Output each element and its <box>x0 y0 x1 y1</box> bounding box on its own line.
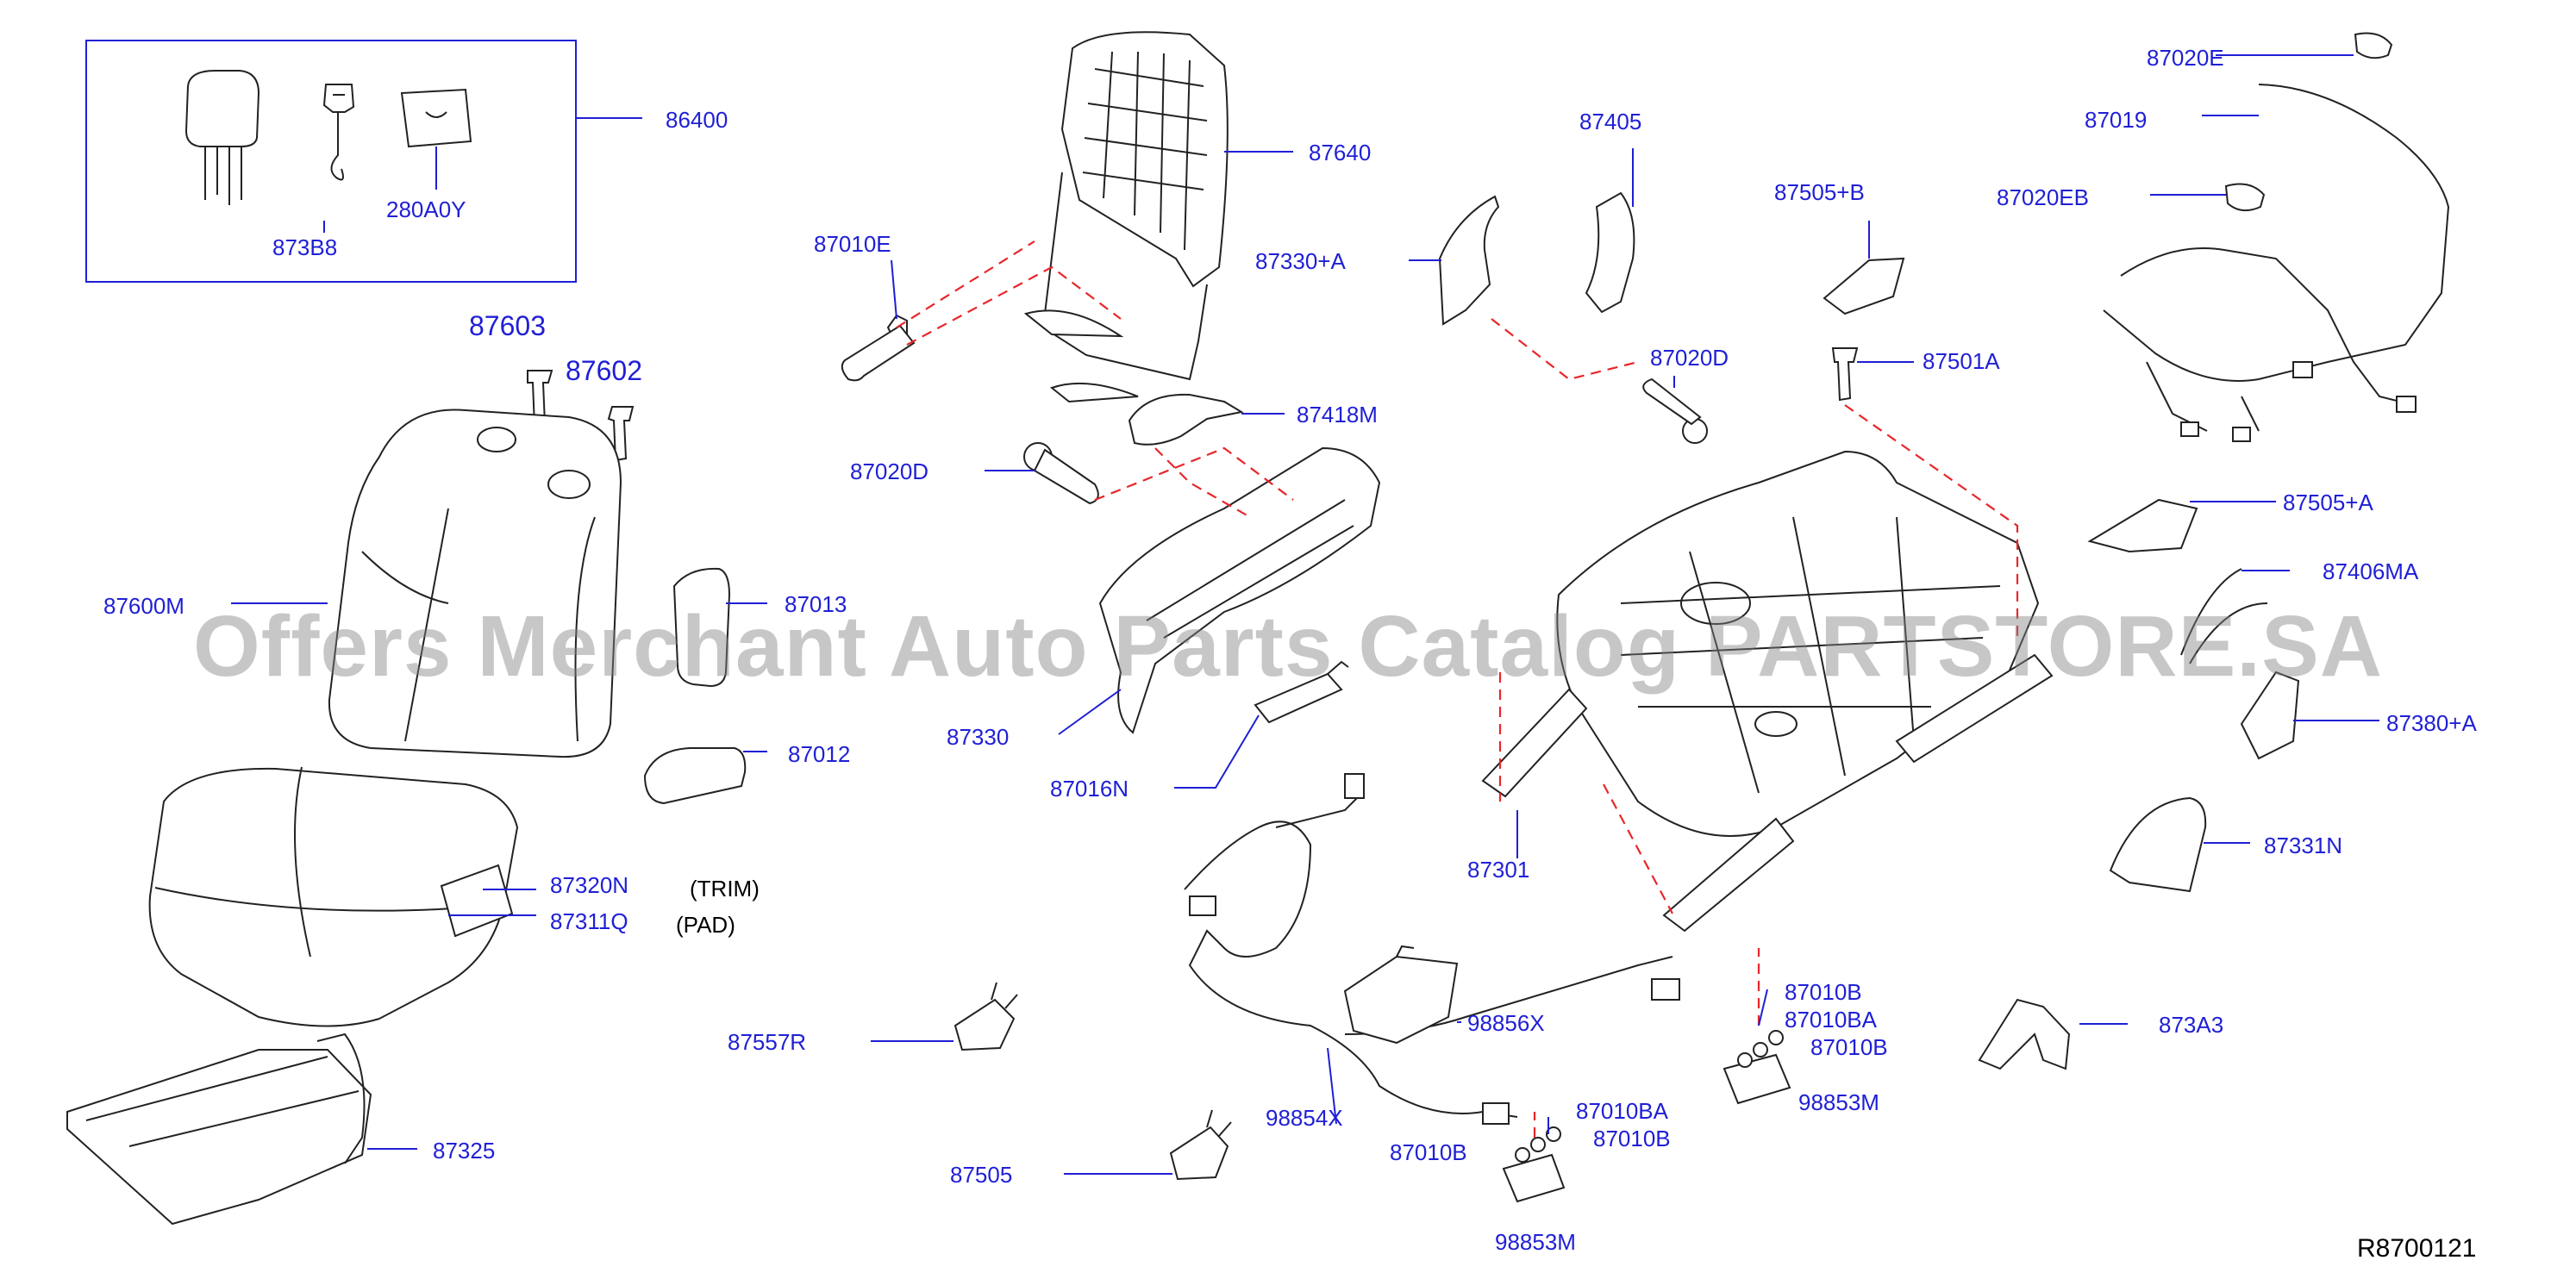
lever-87418M-drawing <box>1128 393 1244 446</box>
kit-box-86400 <box>85 40 577 283</box>
label-87020D-a: 87020D <box>850 459 929 484</box>
seat-pan-87325-drawing <box>66 1033 372 1226</box>
label-98853M-b: 98853M <box>1495 1229 1576 1255</box>
bolt-87010E-drawing <box>841 314 916 382</box>
finisher-87330-drawing <box>1098 446 1381 734</box>
label-87016N: 87016N <box>1050 776 1129 802</box>
label-87010B-d: 87010B <box>1593 1126 1671 1151</box>
label-87640: 87640 <box>1309 140 1372 165</box>
label-87311Q: 87311Q <box>550 908 628 934</box>
label-87557R: 87557R <box>728 1029 807 1055</box>
cover-87405-drawing <box>1585 191 1635 314</box>
label-87010BA-b: 87010BA <box>1576 1098 1668 1124</box>
bracket-98853M-right-drawing <box>1723 1030 1791 1105</box>
dashed-assembly-links <box>896 240 2019 1138</box>
label-98853M-a: 98853M <box>1798 1089 1879 1115</box>
label-87418M: 87418M <box>1297 402 1378 427</box>
label-87380A: 87380+A <box>2386 710 2477 736</box>
headrest-drawing <box>184 70 260 205</box>
harness-98854X-drawing <box>1184 773 1680 1125</box>
seatback-trim-87600M-drawing <box>328 409 622 758</box>
ecu-98856X-drawing <box>1343 945 1459 1045</box>
label-87603: 87603 <box>469 310 546 341</box>
bracket-98853M-left-drawing <box>1502 1126 1566 1203</box>
label-873A3: 873A3 <box>2159 1012 2224 1038</box>
label-87602: 87602 <box>566 355 642 386</box>
label-87330A: 87330+A <box>1255 248 1346 274</box>
cap-87331N-drawing <box>2109 796 2207 893</box>
screw-87020D-left-drawing <box>1023 442 1099 505</box>
seat-frame-87301-drawing <box>1481 450 2054 933</box>
clip-87505B-drawing <box>1823 257 1905 315</box>
clamp-87020E-drawing <box>2354 32 2393 59</box>
label-87501A: 87501A <box>1923 348 2000 374</box>
bolt-87501A-drawing <box>1831 347 1859 402</box>
guide-87602-drawing <box>607 406 635 462</box>
label-873B8: 873B8 <box>272 234 338 260</box>
label-87330: 87330 <box>947 724 1010 750</box>
label-87010B-c: 87010B <box>1390 1139 1467 1165</box>
seat-cushion-87320N-drawing <box>148 766 519 1027</box>
leader-lines <box>231 54 2379 1175</box>
label-87325: 87325 <box>433 1138 496 1164</box>
label-87301: 87301 <box>1467 857 1530 883</box>
watermark-text: Offers Merchant Auto Parts Catalog PARTS… <box>193 598 2383 695</box>
screw-87020D-right-drawing <box>1642 377 1708 444</box>
label-87020EB: 87020EB <box>1997 184 2089 210</box>
label-87010B-a: 87010B <box>1785 979 1862 1005</box>
module-280A0Y-drawing <box>400 88 472 148</box>
clip-87505-drawing <box>1169 1109 1232 1181</box>
label-87505A: 87505+A <box>2283 490 2373 515</box>
label-87010E: 87010E <box>814 231 891 257</box>
label-87012: 87012 <box>788 741 851 767</box>
label-87010BA-a: 87010BA <box>1785 1007 1877 1033</box>
clip-87557R-drawing <box>953 982 1018 1051</box>
clamp-87020EB-drawing <box>2224 183 2266 212</box>
sensor-873B8-drawing <box>322 84 355 181</box>
cover-87013-drawing <box>672 567 731 688</box>
clip-87505A-drawing <box>2087 498 2198 553</box>
note-trim: (TRIM) <box>690 876 760 902</box>
bracket-873A3-drawing <box>1978 998 2071 1070</box>
label-280A0Y: 280A0Y <box>386 197 466 222</box>
switch-87016N-drawing <box>1254 660 1349 724</box>
label-86400: 86400 <box>666 107 728 133</box>
label-87020D-b: 87020D <box>1650 345 1729 371</box>
seatback-frame-87640-drawing <box>1023 31 1229 403</box>
reference-code: R8700121 <box>2357 1234 2477 1263</box>
label-98854X: 98854X <box>1266 1105 1343 1131</box>
label-87013: 87013 <box>785 591 847 617</box>
label-87010B-b: 87010B <box>1810 1034 1888 1060</box>
cover-87380A-drawing <box>2240 671 2300 760</box>
label-87600M: 87600M <box>103 593 184 619</box>
finisher-87330A-drawing <box>1438 195 1500 326</box>
harness-87019-drawing <box>2103 84 2450 442</box>
label-87505: 87505 <box>950 1162 1013 1188</box>
label-87406MA: 87406MA <box>2323 558 2419 584</box>
label-87505B: 87505+B <box>1774 179 1865 205</box>
label-87331N: 87331N <box>2264 833 2343 858</box>
label-87320N: 87320N <box>550 872 629 898</box>
label-87405: 87405 <box>1579 109 1642 134</box>
cover-87012-drawing <box>643 747 747 805</box>
label-98856X: 98856X <box>1467 1010 1545 1036</box>
label-87020E: 87020E <box>2147 45 2224 71</box>
note-pad: (PAD) <box>676 912 735 938</box>
label-87019: 87019 <box>2085 107 2148 133</box>
trim-87406MA-drawing <box>2180 568 2268 664</box>
